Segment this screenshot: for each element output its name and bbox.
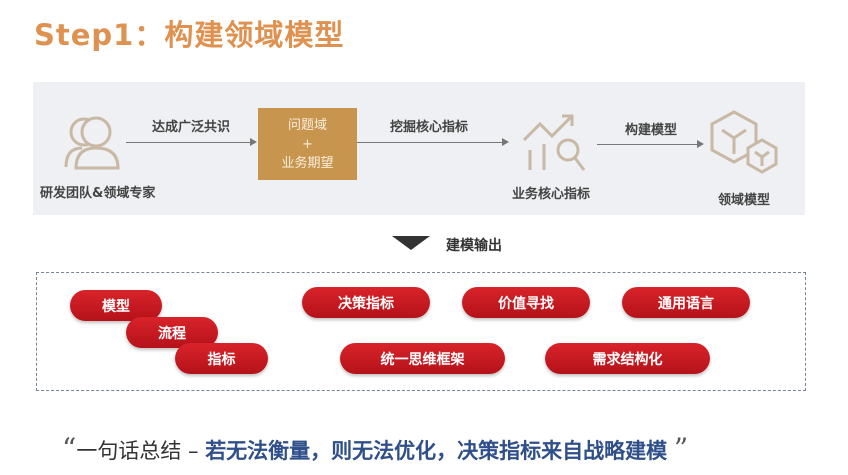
actor-label: 研发团队&领域专家	[40, 186, 156, 201]
cube-model-icon	[710, 110, 778, 174]
outputs-container	[36, 272, 806, 391]
output-pill: 统一思维框架	[340, 343, 505, 374]
arrow-line	[126, 142, 250, 143]
model-label: 领域模型	[718, 193, 771, 208]
edge-label-mine: 挖掘核心指标	[390, 120, 469, 135]
open-quote-icon: “	[62, 432, 77, 465]
output-pill: 需求结构化	[545, 343, 710, 374]
output-label: 建模输出	[446, 238, 502, 254]
output-pill: 模型	[70, 290, 162, 321]
edge-label-build: 构建模型	[625, 123, 678, 138]
box-line2: 业务期望	[281, 155, 334, 171]
people-icon	[64, 116, 120, 170]
summary-emphasis: 若无法衡量，则无法优化，决策指标来自战略建模	[205, 439, 668, 463]
arrow-line	[357, 142, 502, 143]
output-pill: 流程	[126, 317, 218, 348]
output-pill: 指标	[175, 343, 268, 374]
page-title: Step1：构建领域模型	[34, 18, 345, 52]
box-line1: 问题域	[287, 117, 327, 133]
flow-panel	[33, 82, 805, 215]
summary-quote: “一句话总结 – 若无法衡量，则无法优化，决策指标来自战略建模 ”	[62, 432, 688, 465]
arrow-line	[597, 144, 697, 145]
close-quote-icon: ”	[673, 432, 689, 465]
down-triangle-icon	[392, 236, 430, 250]
output-pill: 通用语言	[622, 287, 750, 318]
arrow-head	[697, 140, 704, 148]
problem-domain-box: 问题域 + 业务期望	[258, 108, 357, 180]
edge-label-consensus: 达成广泛共识	[152, 120, 231, 135]
arrow-head	[502, 138, 509, 146]
arrow-head	[250, 138, 257, 146]
metrics-label: 业务核心指标	[512, 187, 591, 202]
output-pill: 价值寻找	[462, 287, 590, 318]
output-pill: 决策指标	[302, 287, 430, 318]
summary-prefix: 一句话总结 –	[76, 439, 206, 463]
metrics-chart-icon	[522, 114, 586, 171]
box-plus: +	[302, 136, 313, 152]
